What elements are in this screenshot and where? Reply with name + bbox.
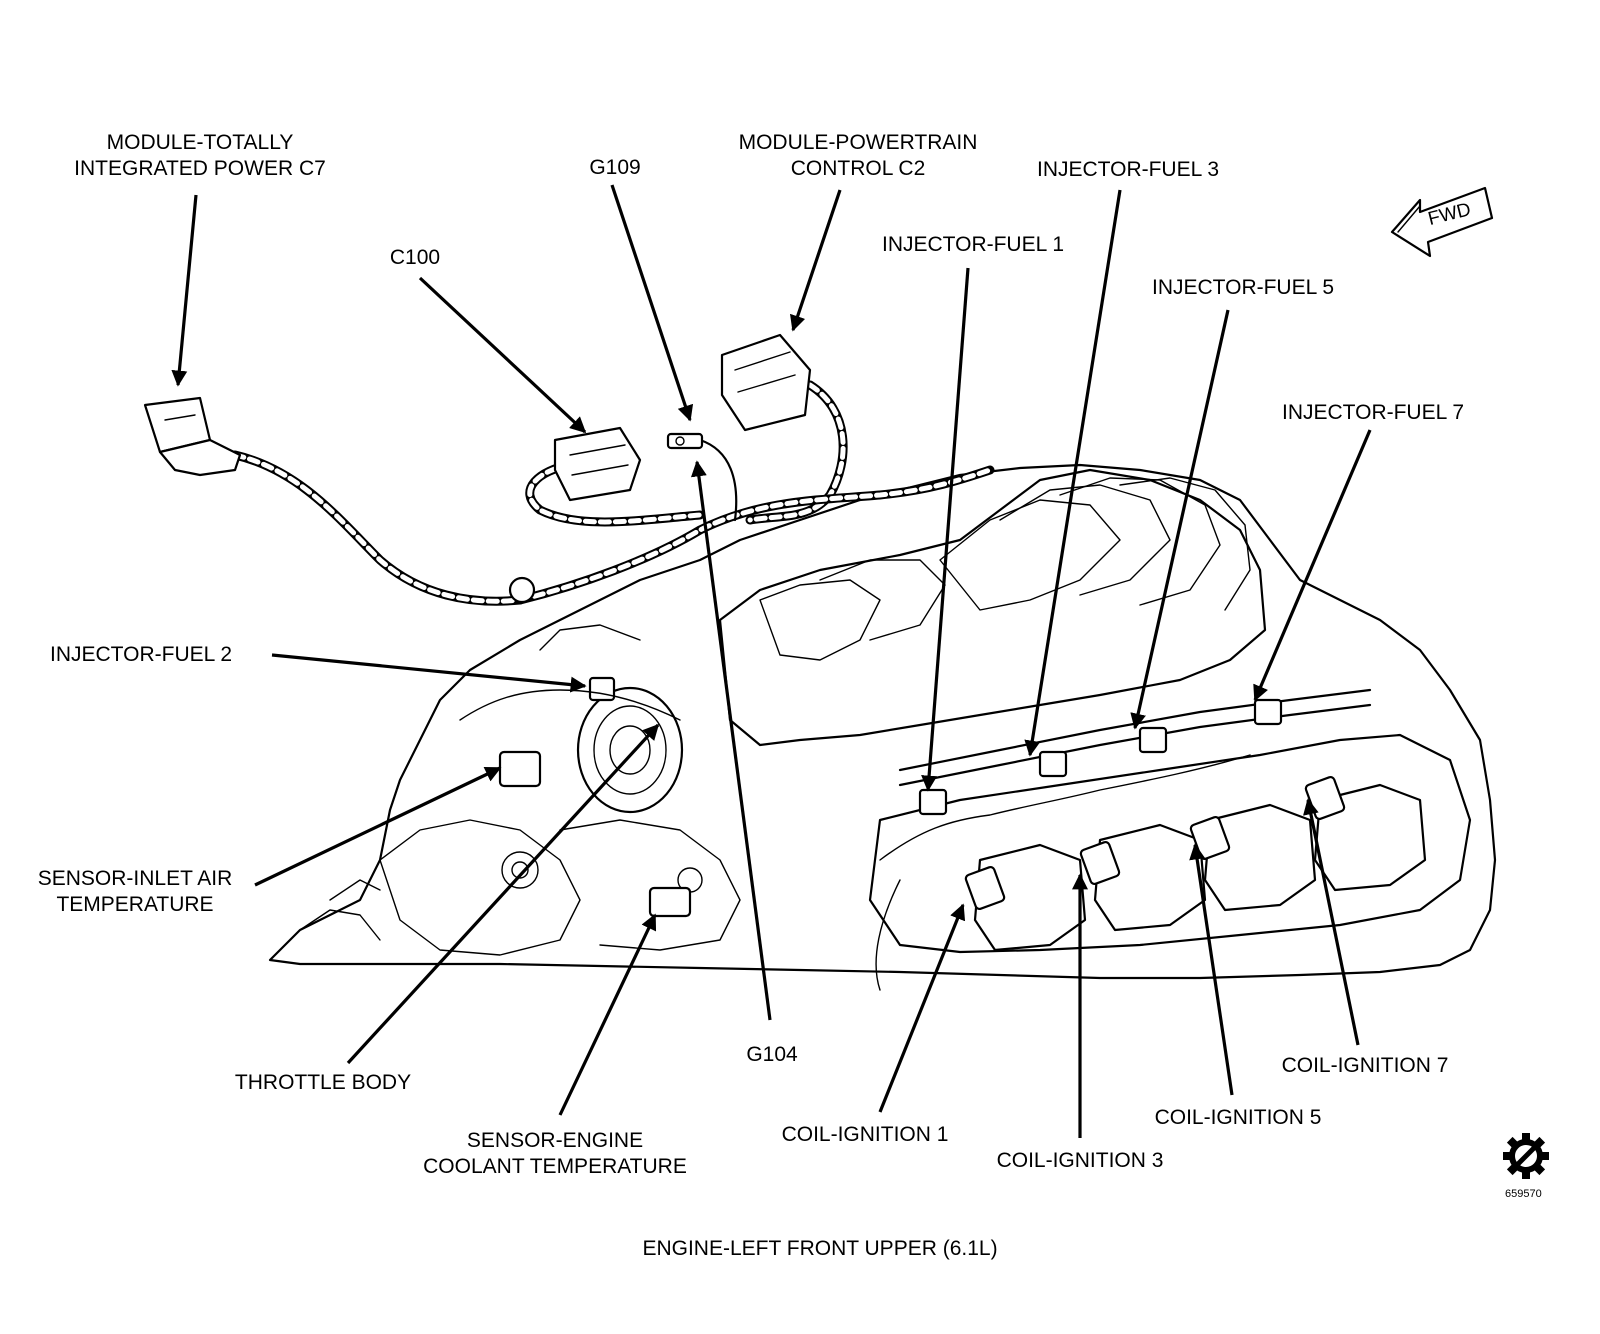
leader-inj5 bbox=[1130, 309, 1230, 730]
c100-connector bbox=[553, 426, 642, 502]
label-g104: G104 bbox=[746, 1043, 798, 1066]
coil-packs bbox=[973, 783, 1427, 952]
leader-inj7 bbox=[1253, 429, 1372, 702]
leader-pcm bbox=[789, 189, 842, 332]
leader-inj1 bbox=[921, 267, 970, 792]
label-injector-fuel-5: INJECTOR-FUEL 5 bbox=[1151, 276, 1335, 299]
leader-iat bbox=[254, 766, 502, 887]
leader-lines bbox=[171, 184, 1372, 1138]
tipm-c7-connector bbox=[143, 396, 242, 477]
gear-icon bbox=[1503, 1133, 1549, 1179]
label-coil-ignition-3: COIL-IGNITION 3 bbox=[996, 1149, 1164, 1172]
engine-block bbox=[268, 463, 1497, 991]
leader-inj2 bbox=[271, 653, 587, 693]
label-coil-ignition-7: COIL-IGNITION 7 bbox=[1281, 1054, 1449, 1077]
fwd-arrow-icon bbox=[1390, 186, 1494, 258]
leader-g104 bbox=[690, 460, 772, 1021]
diagram-caption: ENGINE-LEFT FRONT UPPER (6.1L) bbox=[642, 1237, 998, 1260]
leader-ect bbox=[558, 913, 657, 1116]
label-injector-fuel-2: INJECTOR-FUEL 2 bbox=[50, 643, 233, 666]
label-injector-fuel-3: INJECTOR-FUEL 3 bbox=[1036, 158, 1220, 181]
leader-coil1 bbox=[878, 903, 966, 1113]
wiring-harness bbox=[230, 380, 995, 606]
leader-c100 bbox=[418, 276, 587, 434]
label-throttle-body: THROTTLE BODY bbox=[234, 1071, 412, 1094]
leader-tipm bbox=[171, 194, 198, 387]
label-coil-ignition-1: COIL-IGNITION 1 bbox=[781, 1123, 949, 1146]
label-g109: G109 bbox=[589, 156, 641, 179]
leader-throttle bbox=[346, 723, 660, 1065]
label-injector-fuel-7: INJECTOR-FUEL 7 bbox=[1281, 401, 1465, 424]
label-injector-fuel-1: INJECTOR-FUEL 1 bbox=[881, 233, 1065, 256]
leader-coil5 bbox=[1189, 843, 1234, 1096]
leader-inj3 bbox=[1024, 189, 1122, 757]
leader-coil7 bbox=[1303, 798, 1360, 1046]
grommet bbox=[508, 576, 536, 604]
label-coil-ignition-5: COIL-IGNITION 5 bbox=[1154, 1106, 1322, 1129]
figure-id: 659570 bbox=[1505, 1188, 1542, 1200]
g109-terminal bbox=[666, 432, 704, 450]
leader-g109 bbox=[610, 184, 694, 422]
label-c100: C100 bbox=[389, 246, 441, 269]
pcm-c2-connector bbox=[720, 333, 812, 432]
